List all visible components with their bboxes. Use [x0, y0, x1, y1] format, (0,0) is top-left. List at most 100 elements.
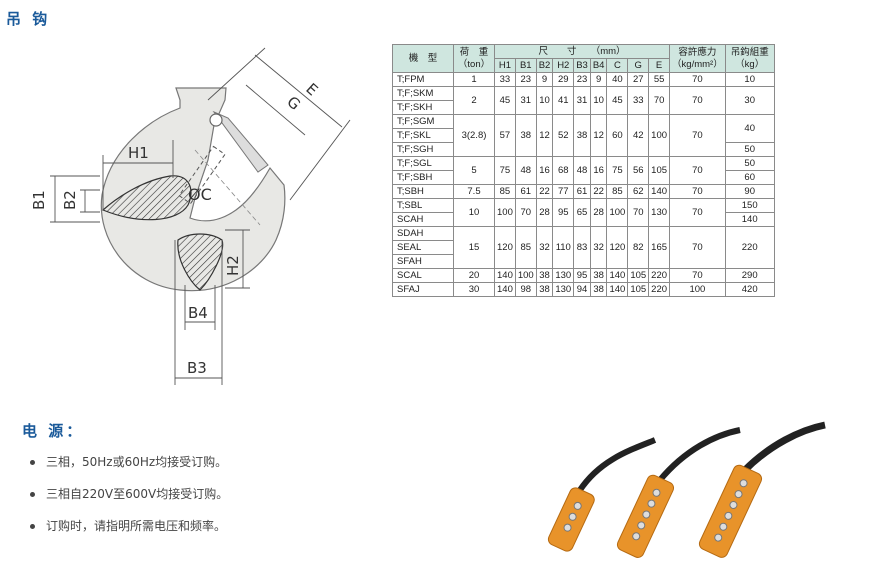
dim-cell: 130 [648, 198, 671, 227]
dim-cell: 52 [552, 114, 575, 157]
dim-cell: 140 [606, 268, 629, 283]
header-col-b1: B1 [514, 58, 537, 73]
dim-cell: 10 [535, 86, 554, 115]
list-item: 三相自220V至600V均接受订购。 [30, 484, 228, 516]
dim-cell: 120 [494, 226, 516, 269]
list-item: 三相，50Hz或60Hz均接受订购。 [30, 452, 228, 484]
dim-cell: 120 [606, 226, 629, 269]
weight-cell: 30 [724, 86, 775, 115]
dim-cell: 85 [606, 184, 629, 199]
dim-cell: 23 [573, 72, 591, 87]
dim-cell: 55 [648, 72, 671, 87]
dim-cell: 105 [627, 282, 650, 297]
dim-cell: 82 [627, 226, 650, 269]
dim-cell: 45 [606, 86, 629, 115]
model-cell: T;F;SKH [392, 100, 454, 115]
dim-cell: 56 [627, 156, 650, 185]
dim-cell: 65 [573, 198, 591, 227]
model-cell: T;F;SGM [392, 114, 454, 129]
dim-cell: 38 [589, 268, 608, 283]
dim-cell: 100 [606, 198, 629, 227]
dim-cell: 60 [606, 114, 629, 157]
header-stress-unit: （kg/mm²） [672, 58, 723, 70]
weight-cell: 10 [724, 72, 775, 87]
dim-cell: 22 [535, 184, 554, 199]
dim-cell: 98 [514, 282, 537, 297]
stress-cell: 70 [669, 268, 726, 283]
dim-cell: 41 [552, 86, 575, 115]
weight-cell: 220 [724, 226, 775, 269]
header-col-c: C [606, 58, 629, 73]
load-cell: 5 [453, 156, 495, 185]
dim-cell: 27 [627, 72, 650, 87]
dim-cell: 61 [573, 184, 591, 199]
dim-cell: 38 [589, 282, 608, 297]
dim-cell: 100 [648, 114, 671, 157]
label-g: G [283, 93, 304, 114]
load-cell: 10 [453, 198, 495, 227]
dim-cell: 57 [494, 114, 516, 157]
dim-cell: 85 [514, 226, 537, 269]
power-requirements-list: 三相，50Hz或60Hz均接受订购。 三相自220V至600V均接受订购。 订购… [30, 452, 228, 548]
model-cell: T;F;SKM [392, 86, 454, 101]
hook-latch [212, 110, 269, 173]
header-col-b2: B2 [535, 58, 554, 73]
dim-cell: 83 [573, 226, 591, 269]
weight-cell: 140 [724, 212, 775, 227]
dim-cell: 42 [627, 114, 650, 157]
stress-cell: 70 [669, 226, 726, 269]
dim-cell: 75 [606, 156, 629, 185]
model-cell: SFAJ [392, 282, 454, 297]
model-cell: SCAH [392, 212, 454, 227]
dim-cell: 61 [514, 184, 537, 199]
hook-spec-table: 機 型荷 重（ton）尺 寸 （mm）容許應力（kg/mm²）吊鈎組重（kg）H… [392, 44, 775, 297]
dim-cell: 70 [514, 198, 537, 227]
dim-cell: 40 [606, 72, 629, 87]
stress-cell: 70 [669, 156, 726, 185]
latch-pin [209, 113, 223, 127]
header-load-label: 荷 重 [459, 46, 489, 58]
label-b3: B3 [187, 359, 207, 377]
dim-cell: 100 [494, 198, 516, 227]
hook-dimension-diagram: E G H1 B1 B2 ØC H2 B4 B3 [30, 47, 351, 385]
power-section-title: 电 源： [22, 422, 85, 440]
stress-cell: 70 [669, 86, 726, 115]
dim-cell: 45 [494, 86, 516, 115]
dim-cell: 38 [535, 282, 554, 297]
dim-cell: 70 [627, 198, 650, 227]
header-col-b3: B3 [573, 58, 591, 73]
load-cell: 7.5 [453, 184, 495, 199]
header-col-b4: B4 [589, 58, 608, 73]
list-item: 订购时，请指明所需电压和频率。 [30, 516, 228, 548]
section-b4 [177, 233, 224, 291]
dim-cell: 33 [627, 86, 650, 115]
dim-cell: 28 [535, 198, 554, 227]
pendant-large [698, 464, 763, 558]
dim-cell: 32 [535, 226, 554, 269]
load-cell: 2 [453, 86, 495, 115]
dim-cell: 100 [514, 268, 537, 283]
pendant-small [547, 487, 595, 552]
dim-cell: 38 [573, 114, 591, 157]
weight-cell: 60 [724, 170, 775, 185]
weight-cell: 40 [724, 114, 775, 143]
weight-cell: 50 [724, 156, 775, 171]
load-cell: 20 [453, 268, 495, 283]
stress-cell: 70 [669, 114, 726, 157]
model-cell: T;SBL [392, 198, 454, 213]
header-size: 尺 寸 （mm） [493, 44, 671, 59]
dim-cell: 140 [648, 184, 671, 199]
dim-cell: 31 [573, 86, 591, 115]
hook-spec-table-container: 機 型荷 重（ton）尺 寸 （mm）容許應力（kg/mm²）吊鈎組重（kg）H… [392, 44, 775, 297]
header-model: 機 型 [392, 44, 454, 73]
dim-cell: 38 [535, 268, 554, 283]
dim-cell: 130 [552, 268, 575, 283]
model-cell: SEAL [392, 240, 454, 255]
model-cell: SCAL [392, 268, 454, 283]
table-row: SCAH 140 [392, 212, 775, 227]
dim-cell: 220 [648, 282, 671, 297]
